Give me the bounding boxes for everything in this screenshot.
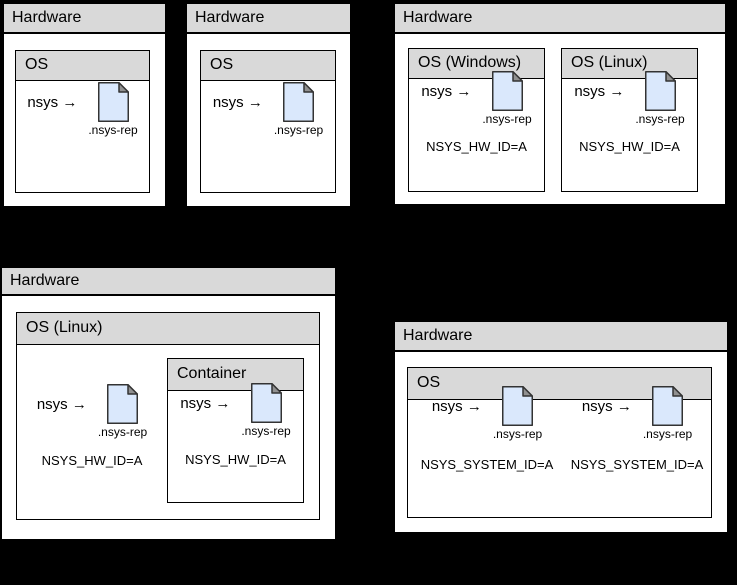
report-file: .nsys-rep [493, 386, 542, 441]
figure2-hardware-box: Hardware OS nsys → .nsys-rep [185, 2, 352, 208]
nsys-command-label: nsys → [431, 397, 482, 415]
nsys-group: nsys → .nsys-rep [16, 82, 149, 137]
figure3-os-windows-header: OS (Windows) [409, 49, 544, 79]
nsys-group-right: nsys → .nsys-rep NSYS_SYSTEM_ID=A [564, 386, 710, 472]
figure2-hardware-header: Hardware [187, 4, 350, 34]
os-label: OS (Linux) [571, 54, 648, 72]
nsys-row: nsys → .nsys-rep [213, 82, 323, 137]
nsys-command-label: nsys → [36, 395, 87, 413]
document-icon [491, 71, 523, 111]
os-label: OS (Windows) [418, 54, 522, 72]
figure2-os-header: OS [201, 51, 335, 81]
env-var-label: NSYS_HW_ID=A [185, 452, 286, 467]
hardware-label: Hardware [403, 9, 473, 26]
report-file-label: .nsys-rep [492, 427, 543, 441]
figure4-container-header: Container [168, 359, 303, 391]
figure3-hardware-box: Hardware OS (Windows) nsys → .nsys-rep N… [393, 2, 727, 206]
figure4-hardware-header: Hardware [2, 268, 335, 296]
report-file: .nsys-rep [98, 384, 147, 439]
nsys-row: nsys → .nsys-rep [432, 386, 542, 441]
report-file-label: .nsys-rep [482, 112, 532, 126]
figure5-hardware-header: Hardware [395, 322, 727, 352]
figure3-os-linux-header: OS (Linux) [562, 49, 697, 79]
nsys-group-host: nsys → .nsys-rep NSYS_HW_ID=A [17, 384, 167, 468]
document-icon [502, 386, 533, 426]
nsys-row: nsys → .nsys-rep [27, 82, 138, 137]
document-icon [644, 71, 676, 111]
env-var-label: NSYS_HW_ID=A [41, 453, 143, 468]
nsys-command-label: nsys → [574, 82, 625, 100]
env-var-label: NSYS_HW_ID=A [579, 139, 680, 154]
figure4-os-linux-box: OS (Linux) nsys → .nsys-rep NSYS_HW_ID=A… [16, 312, 320, 520]
report-file-label: .nsys-rep [88, 123, 138, 137]
os-label: OS [417, 374, 441, 392]
figure1-os-header: OS [16, 51, 149, 81]
nsys-row: nsys → .nsys-rep [421, 71, 532, 126]
nsys-group: nsys → .nsys-rep [201, 82, 335, 137]
figure4-container-box: Container nsys → .nsys-rep NSYS_HW_ID=A [167, 358, 304, 503]
os-label: OS [25, 56, 49, 74]
hardware-label: Hardware [403, 327, 473, 344]
report-file: .nsys-rep [241, 383, 291, 438]
figure5-hardware-box: Hardware OS nsys → .nsys-rep NSYS_SYSTEM… [393, 320, 729, 534]
env-var-label: NSYS_HW_ID=A [426, 139, 527, 154]
nsys-group: nsys → .nsys-rep NSYS_HW_ID=A [562, 71, 697, 154]
nsys-row: nsys → .nsys-rep [37, 384, 147, 439]
nsys-group: nsys → .nsys-rep NSYS_HW_ID=A [409, 71, 544, 154]
document-icon [250, 383, 282, 423]
figure1-hardware-header: Hardware [4, 4, 165, 34]
report-file-label: .nsys-rep [635, 112, 685, 126]
nsys-group-container: nsys → .nsys-rep NSYS_HW_ID=A [168, 383, 303, 467]
nsys-row: nsys → .nsys-rep [574, 71, 685, 126]
env-var-label: NSYS_SYSTEM_ID=A [420, 457, 554, 472]
document-icon [97, 82, 129, 122]
report-file-label: .nsys-rep [642, 427, 693, 441]
figure2-os-box: OS nsys → .nsys-rep [200, 50, 336, 193]
report-file-label: .nsys-rep [273, 123, 324, 137]
figure3-hardware-header: Hardware [395, 4, 725, 34]
figure5-os-box: OS nsys → .nsys-rep NSYS_SYSTEM_ID=A nsy… [407, 367, 712, 518]
report-file-label: .nsys-rep [241, 424, 291, 438]
document-icon [283, 82, 314, 122]
hardware-label: Hardware [12, 9, 82, 26]
figure1-hardware-box: Hardware OS nsys → .nsys-rep [2, 2, 167, 208]
figure3-os-windows-box: OS (Windows) nsys → .nsys-rep NSYS_HW_ID… [408, 48, 545, 192]
hardware-label: Hardware [195, 9, 265, 26]
container-label: Container [177, 365, 247, 383]
document-icon [107, 384, 138, 424]
nsys-command-label: nsys → [180, 394, 231, 412]
figure1-os-box: OS nsys → .nsys-rep [15, 50, 150, 193]
report-file: .nsys-rep [643, 386, 692, 441]
figure3-os-linux-box: OS (Linux) nsys → .nsys-rep NSYS_HW_ID=A [561, 48, 698, 192]
nsys-command-label: nsys → [212, 93, 263, 111]
os-label: OS (Linux) [26, 319, 103, 337]
report-file: .nsys-rep [482, 71, 532, 126]
report-file: .nsys-rep [274, 82, 323, 137]
figure4-os-linux-header: OS (Linux) [17, 313, 319, 345]
figure4-hardware-box: Hardware OS (Linux) nsys → .nsys-rep NSY… [0, 266, 337, 541]
report-file: .nsys-rep [635, 71, 685, 126]
hardware-label: Hardware [10, 272, 80, 289]
nsys-row: nsys → .nsys-rep [180, 383, 291, 438]
os-label: OS [210, 56, 234, 74]
nsys-row: nsys → .nsys-rep [582, 386, 692, 441]
env-var-label: NSYS_SYSTEM_ID=A [570, 457, 704, 472]
nsys-command-label: nsys → [581, 397, 632, 415]
nsys-group-left: nsys → .nsys-rep NSYS_SYSTEM_ID=A [414, 386, 560, 472]
report-file: .nsys-rep [88, 82, 138, 137]
document-icon [652, 386, 683, 426]
report-file-label: .nsys-rep [97, 425, 148, 439]
nsys-command-label: nsys → [27, 93, 78, 111]
nsys-command-label: nsys → [421, 82, 472, 100]
